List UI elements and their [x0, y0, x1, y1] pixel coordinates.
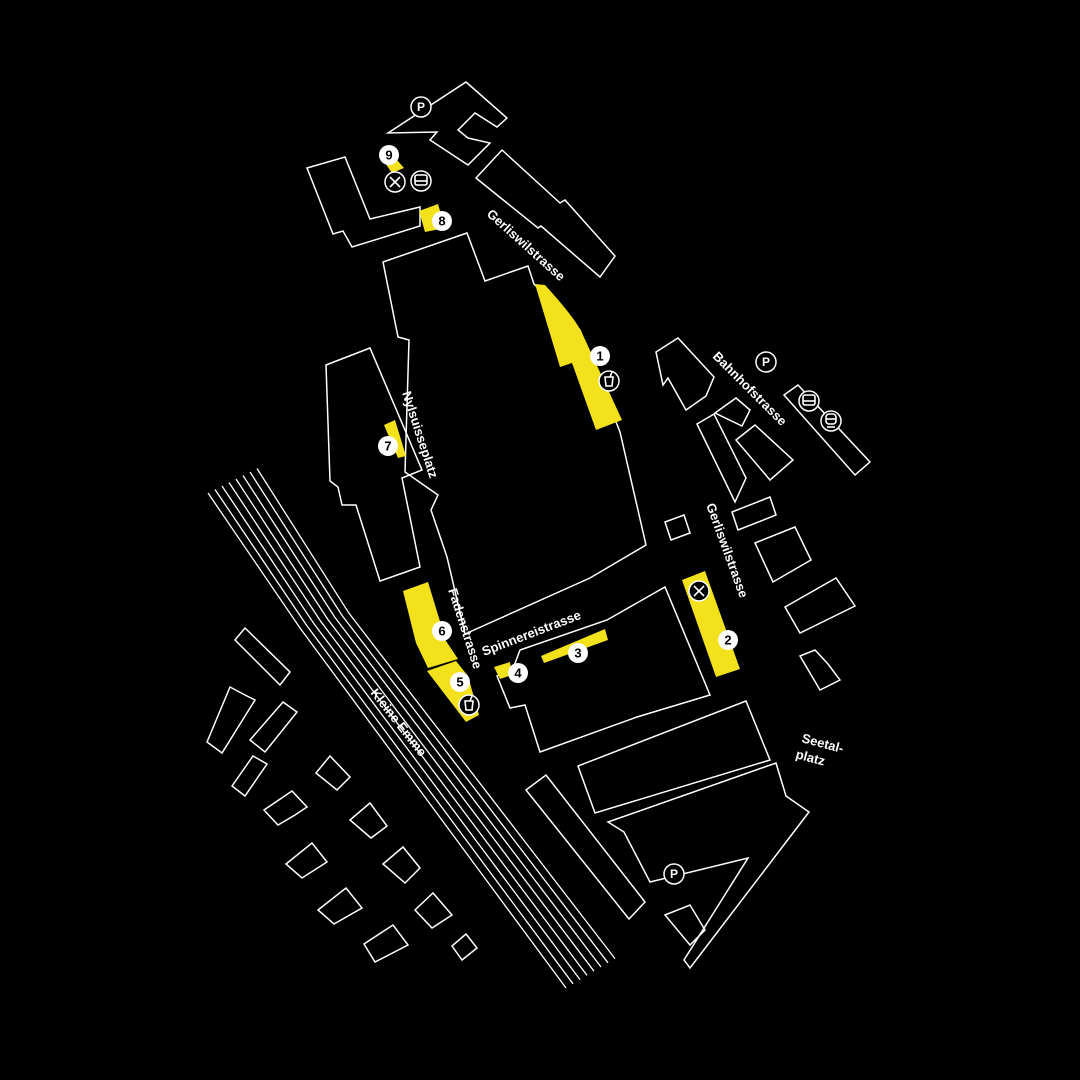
bus-icon	[798, 390, 820, 412]
building	[314, 754, 352, 792]
marker-number: 6	[438, 624, 445, 639]
building	[663, 904, 706, 947]
drink-icon	[598, 370, 620, 392]
building	[284, 841, 329, 879]
building	[734, 424, 795, 482]
building	[348, 801, 389, 839]
building	[783, 577, 857, 634]
building	[496, 585, 712, 753]
building	[474, 148, 616, 279]
drink-icon	[458, 694, 480, 716]
building	[450, 932, 479, 962]
marker-5[interactable]: 5	[450, 672, 470, 692]
building	[524, 773, 646, 921]
marker-3[interactable]: 3	[568, 643, 588, 663]
building	[753, 526, 812, 584]
railway-tracks	[207, 468, 616, 989]
marker-7[interactable]: 7	[378, 436, 398, 456]
building	[713, 397, 751, 427]
parking-icon: P	[663, 863, 685, 885]
street-label-gerliswilstrasse-east: Gerliswilstrasse	[703, 501, 751, 600]
marker-number: 2	[724, 633, 731, 648]
marker-8[interactable]: 8	[432, 211, 452, 231]
building	[655, 337, 715, 412]
marker-2[interactable]: 2	[718, 630, 738, 650]
river-label-kleine-emme: Kleine Emme	[368, 686, 430, 760]
railway-track-line	[235, 478, 595, 972]
train-icon	[820, 410, 842, 432]
marker-number: 4	[514, 666, 522, 681]
railway-track-line	[256, 468, 616, 959]
parking-icon: P	[755, 351, 777, 373]
restaurant-icon	[384, 171, 406, 193]
venue-area-1	[535, 284, 622, 430]
bus-icon	[410, 170, 432, 192]
railway-track-line	[242, 475, 602, 968]
marker-4[interactable]: 4	[508, 663, 528, 683]
marker-9[interactable]: 9	[379, 145, 399, 165]
railway-track-line	[207, 492, 567, 989]
building	[413, 891, 454, 929]
building	[382, 232, 647, 636]
marker-number: 9	[385, 148, 392, 163]
building	[233, 626, 292, 687]
building	[306, 156, 421, 248]
parking-icon: P	[410, 96, 432, 118]
building	[316, 886, 364, 925]
building	[381, 845, 422, 885]
building	[262, 790, 309, 826]
building	[696, 412, 747, 504]
building	[664, 514, 691, 541]
railway-track-line	[221, 485, 581, 980]
venue-area-4	[494, 662, 512, 679]
restaurant-icon	[688, 580, 710, 602]
building	[362, 923, 410, 963]
marker-number: 1	[596, 349, 603, 364]
building	[206, 685, 257, 755]
svg-text:P: P	[417, 100, 425, 114]
railway-track-line	[214, 489, 574, 985]
marker-1[interactable]: 1	[590, 346, 610, 366]
marker-number: 5	[456, 675, 463, 690]
building	[577, 700, 772, 814]
building	[731, 496, 777, 531]
svg-text:P: P	[670, 867, 678, 881]
marker-6[interactable]: 6	[432, 621, 452, 641]
building	[782, 384, 872, 477]
marker-number: 7	[384, 439, 391, 454]
venue-area-6	[403, 582, 458, 668]
marker-number: 3	[574, 646, 581, 661]
buildings	[206, 81, 872, 970]
building	[606, 762, 811, 970]
railway-track-line	[228, 482, 588, 976]
building	[248, 700, 299, 754]
marker-number: 8	[438, 214, 445, 229]
building	[230, 755, 269, 798]
building	[385, 81, 509, 166]
building	[798, 649, 842, 691]
svg-text:P: P	[762, 355, 770, 369]
building	[325, 347, 423, 582]
railway-track-line	[249, 471, 609, 964]
